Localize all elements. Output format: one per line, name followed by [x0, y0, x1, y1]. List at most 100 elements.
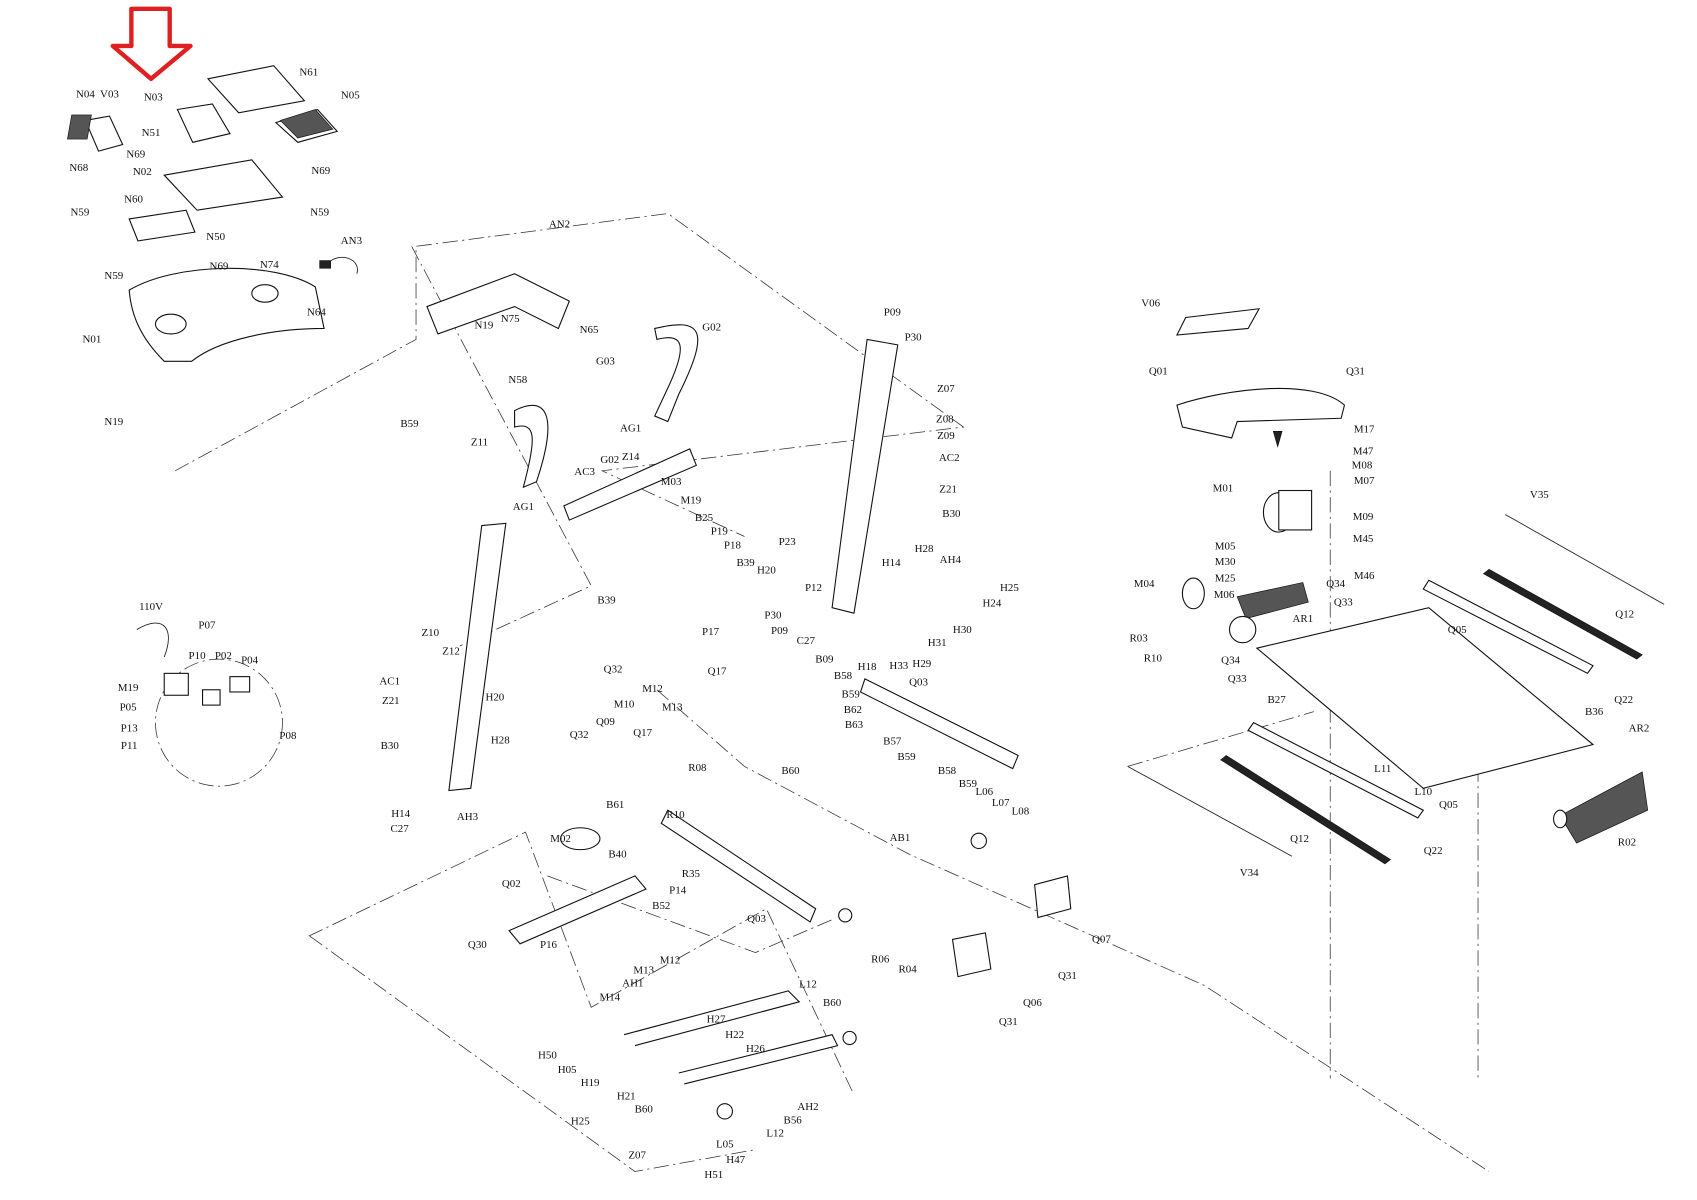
part-label-n04: N04	[76, 88, 95, 100]
part-label-b59: B59	[897, 751, 916, 763]
part-label-ac2: AC2	[939, 452, 960, 464]
part-label-ac1: AC1	[379, 675, 400, 687]
part-label-n01: N01	[83, 334, 102, 346]
part-label-p30: P30	[764, 610, 782, 622]
part-label-z08: Z08	[936, 414, 954, 426]
part-label-q31: Q31	[1346, 365, 1365, 377]
part-label-n74: N74	[260, 259, 279, 271]
part-label-m03: M03	[661, 476, 682, 488]
part-label-b39: B39	[736, 557, 755, 569]
part-label-p04: P04	[241, 655, 259, 667]
part-label-q17: Q17	[708, 665, 727, 677]
part-label-n02: N02	[133, 166, 152, 178]
part-label-n50: N50	[206, 231, 225, 243]
part-label-m14: M14	[599, 992, 620, 1004]
part-label-b60: B60	[781, 765, 800, 777]
part-label-ar2: AR2	[1629, 722, 1650, 734]
part-label-m25: M25	[1215, 572, 1236, 584]
part-label-h31: H31	[928, 637, 947, 649]
part-label-z07: Z07	[937, 383, 955, 395]
part-label-q34: Q34	[1221, 655, 1240, 667]
part-label-n69: N69	[210, 260, 229, 272]
part-label-n75: N75	[501, 313, 520, 325]
part-label-h20: H20	[757, 565, 776, 577]
part-label-l12: L12	[766, 1127, 784, 1139]
part-label-p09: P09	[884, 306, 902, 318]
part-label-ah1: AH1	[622, 977, 643, 989]
part-label-q03: Q03	[909, 676, 928, 688]
part-label-h50: H50	[538, 1050, 557, 1062]
part-label-b36: B36	[1585, 706, 1604, 718]
part-label-n65: N65	[580, 324, 599, 336]
part-label-q33: Q33	[1228, 673, 1247, 685]
part-label-p02: P02	[215, 650, 232, 662]
part-label-h22: H22	[725, 1029, 744, 1041]
part-label-h05: H05	[558, 1064, 577, 1076]
part-label-m09: M09	[1353, 511, 1374, 523]
part-label-ah4: AH4	[940, 554, 962, 566]
part-label-r10: R10	[1144, 652, 1163, 664]
part-label-n19: N19	[104, 416, 123, 428]
part-label-p05: P05	[120, 702, 138, 714]
part-label-n05: N05	[341, 90, 360, 102]
part-label-p08: P08	[279, 730, 297, 742]
part-label-m04: M04	[1134, 578, 1155, 590]
part-label-h25: H25	[1000, 582, 1019, 594]
handrail-and-upright-assembly	[426, 273, 899, 792]
part-label-p10: P10	[189, 650, 207, 662]
part-label-m07: M07	[1354, 475, 1375, 487]
part-label-h21: H21	[617, 1090, 636, 1102]
part-label-m45: M45	[1353, 533, 1374, 545]
part-label-h14: H14	[391, 808, 410, 820]
base-frame-assembly	[508, 678, 1072, 1120]
part-label-q12: Q12	[1615, 609, 1634, 621]
part-label-b56: B56	[784, 1114, 803, 1126]
part-label-p23: P23	[779, 536, 797, 548]
part-label-q22: Q22	[1424, 845, 1443, 857]
part-label-q30: Q30	[468, 939, 487, 951]
part-label-q01: Q01	[1149, 365, 1168, 377]
part-label-h51: H51	[704, 1169, 723, 1181]
part-label-b62: B62	[844, 704, 862, 716]
part-label-b30: B30	[942, 508, 961, 520]
part-label-q32: Q32	[570, 729, 589, 741]
part-label-p16: P16	[540, 939, 558, 951]
part-label-b58: B58	[834, 670, 853, 682]
frame-dashed-outlines	[174, 213, 1490, 1172]
part-label-v03: V03	[100, 88, 119, 100]
part-label-m12: M12	[660, 955, 681, 967]
part-label-l11: L11	[1374, 763, 1391, 775]
part-label-p11: P11	[121, 740, 138, 752]
part-label-z09: Z09	[937, 430, 955, 442]
part-label-m02: M02	[550, 833, 571, 845]
part-label-v34: V34	[1240, 867, 1259, 879]
part-label-m10: M10	[614, 698, 635, 710]
part-label-l06: L06	[975, 786, 993, 798]
part-label-h19: H19	[581, 1077, 600, 1089]
part-label-q05: Q05	[1448, 624, 1467, 636]
motor-and-deck-assembly	[1127, 308, 1665, 865]
part-label-p30: P30	[905, 332, 923, 344]
part-label-h28: H28	[915, 543, 934, 555]
part-label-z21: Z21	[939, 484, 957, 496]
part-label-q07: Q07	[1092, 934, 1111, 946]
part-label-c27: C27	[390, 823, 409, 835]
part-label-p17: P17	[702, 626, 720, 638]
part-label-b60: B60	[823, 997, 842, 1009]
part-label-p14: P14	[669, 884, 687, 896]
part-label-n64: N64	[307, 306, 326, 318]
part-label-h18: H18	[858, 661, 877, 673]
part-label-h30: H30	[953, 624, 972, 636]
part-label-m01: M01	[1213, 483, 1234, 495]
part-label-m13: M13	[662, 702, 683, 714]
part-label-b59: B59	[959, 778, 978, 790]
part-label-m13: M13	[633, 964, 654, 976]
part-label-ag1: AG1	[620, 422, 641, 434]
part-label-q12: Q12	[1290, 833, 1309, 845]
part-label-ag1: AG1	[513, 501, 534, 513]
part-label-q34: Q34	[1326, 578, 1345, 590]
part-label-p07: P07	[198, 619, 216, 631]
part-label-q22: Q22	[1614, 694, 1633, 706]
